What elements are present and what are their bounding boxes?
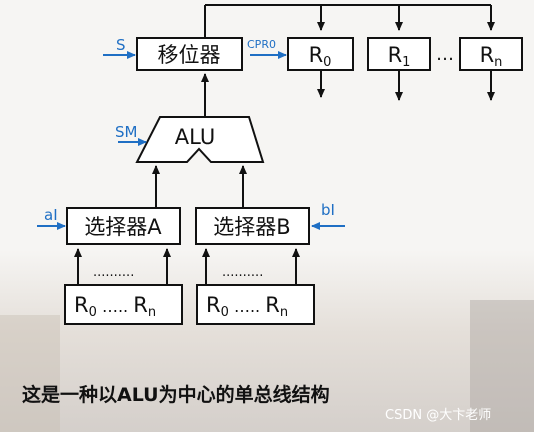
register-rn-base: R <box>480 43 495 67</box>
shifter-label: 移位器 <box>158 43 221 67</box>
caption: 这是一种以ALU为中心的单总线结构 <box>22 384 330 406</box>
register-r1-base: R <box>388 43 403 67</box>
shifter-box <box>136 37 243 71</box>
alu-shape <box>135 116 265 163</box>
source-a-dots: .......... <box>93 265 134 280</box>
source-registers-b-box <box>196 284 315 325</box>
source-b-dots: .......... <box>222 265 263 280</box>
source-registers-a-label: R0 ….. Rn <box>74 293 156 320</box>
selector-a-label: 选择器A <box>84 215 162 239</box>
selector-a-box <box>66 207 181 245</box>
selector-b-label: 选择器B <box>213 215 290 239</box>
background-building-left <box>0 315 60 432</box>
cpr0-signal-label: CPR0 <box>247 38 276 51</box>
register-r0: R0 <box>287 37 354 98</box>
register-rn: Rn <box>459 37 523 101</box>
selector-b-box <box>195 207 310 245</box>
alu-label: ALU <box>175 125 215 149</box>
source-registers-b-label: R0 ….. Rn <box>206 293 288 320</box>
background-building-right <box>470 300 534 432</box>
ai-signal-label: aI <box>44 206 58 224</box>
svg-text:R1: R1 <box>388 43 411 70</box>
register-r0-sub: 0 <box>323 55 331 70</box>
source-registers-a-box <box>64 284 183 325</box>
svg-text:Rn: Rn <box>480 43 503 70</box>
svg-text:R0: R0 <box>309 43 332 70</box>
watermark: CSDN @大卞老师 <box>385 408 492 423</box>
sm-signal-label: SM <box>115 123 137 141</box>
register-r1: R1 <box>367 37 431 101</box>
register-rn-sub: n <box>494 55 502 70</box>
shift-signal-label: S <box>116 36 126 54</box>
alu-bus-diagram: 移位器 S CPR0 R0 R1 … Rn ALU SM 选择器A aI 选择器… <box>37 4 523 325</box>
register-r1-sub: 1 <box>402 55 410 70</box>
top-bus <box>204 4 495 38</box>
register-r0-base: R <box>309 43 324 67</box>
background-photo <box>0 250 534 432</box>
register-ellipsis: … <box>436 44 454 65</box>
bi-signal-label: bI <box>321 201 335 219</box>
